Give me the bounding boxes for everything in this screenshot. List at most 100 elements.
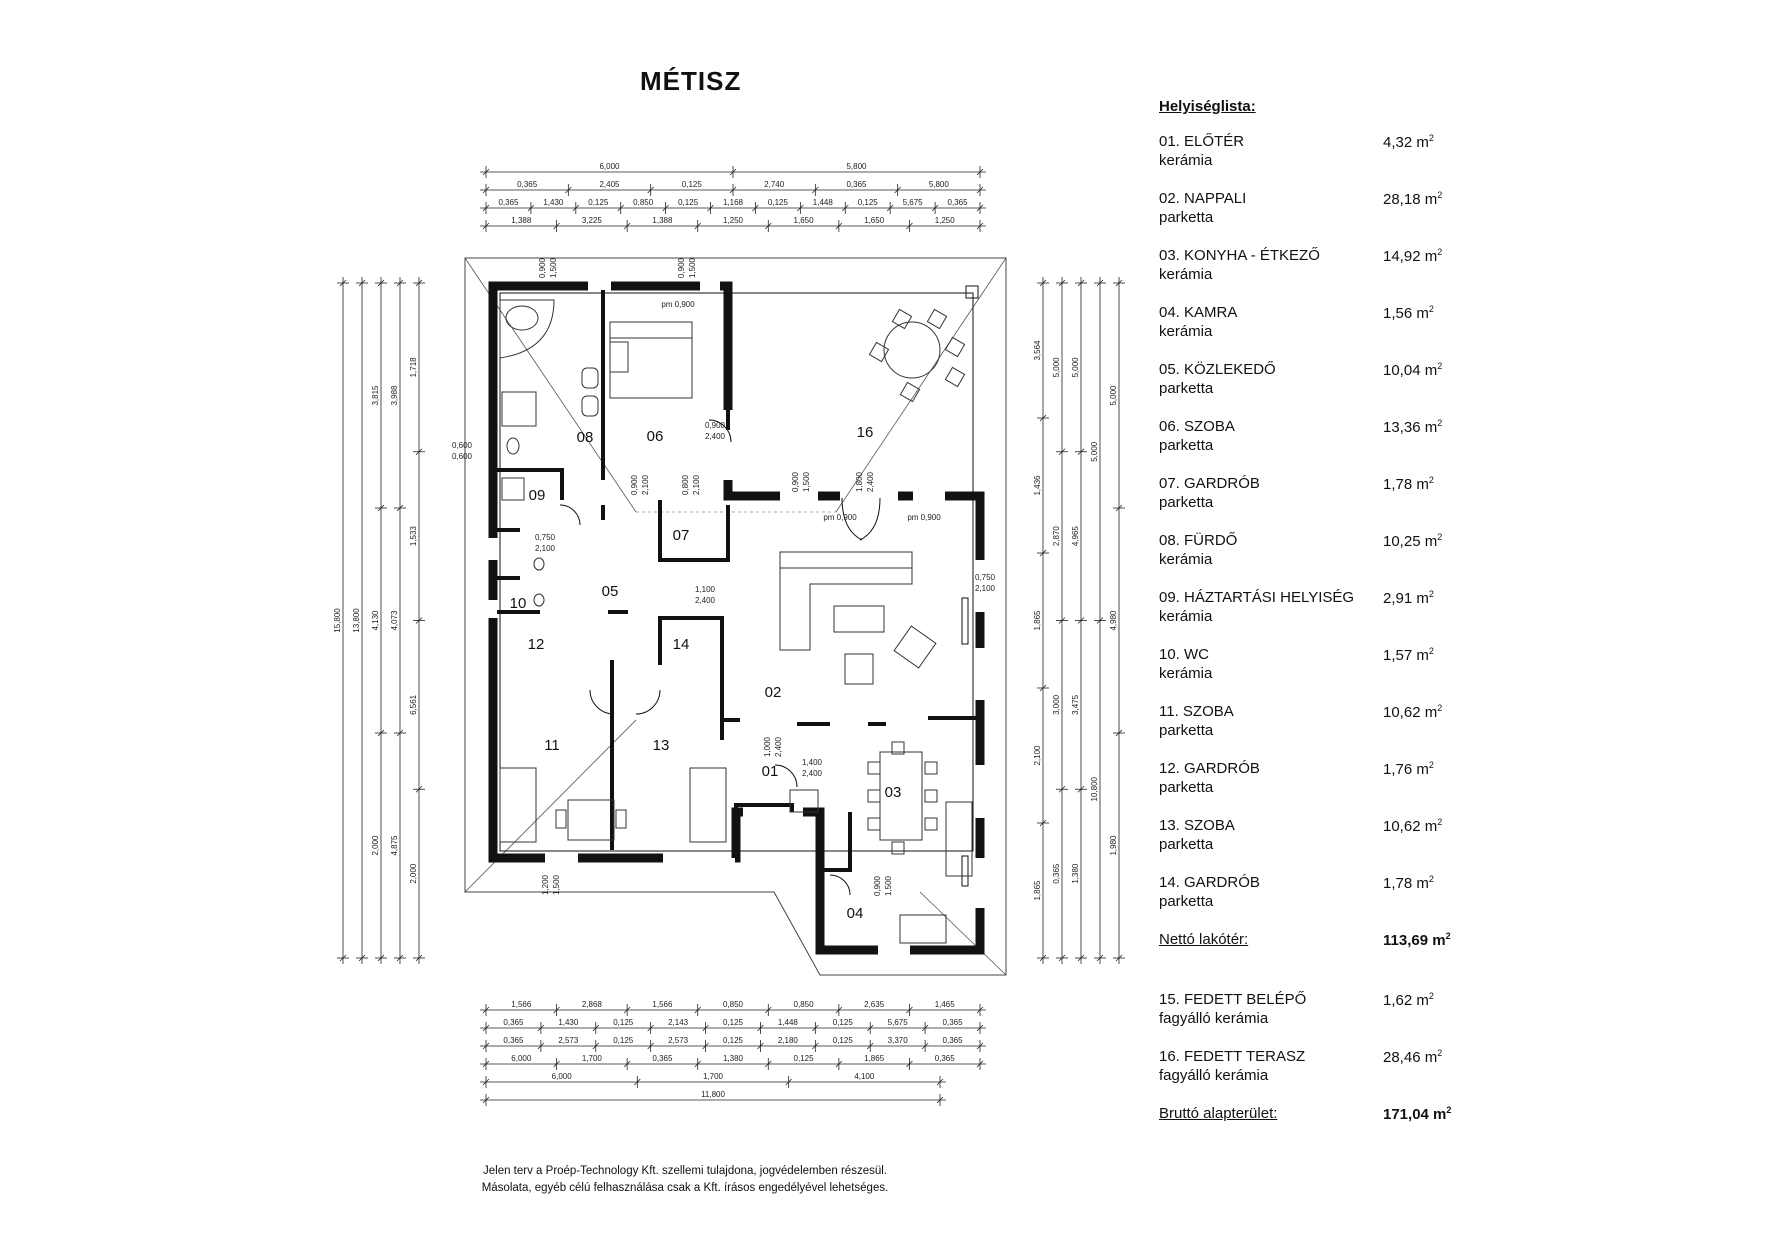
dimension-label: 1,650 — [864, 216, 885, 225]
room-name: 16. FEDETT TERASZ — [1159, 1048, 1306, 1065]
dimension-label: 3,988 — [390, 385, 399, 406]
dimension-label: 4,980 — [1109, 610, 1118, 631]
room-name: 08. FÜRDŐ — [1159, 532, 1238, 549]
opening-size-label: 1,800 — [855, 471, 864, 492]
dimension-label: 2,180 — [778, 1036, 799, 1045]
room-number-label: 09 — [529, 487, 546, 504]
room-area: 28,46 m2 — [1383, 1048, 1443, 1066]
copyright-line-2: Másolata, egyéb célú felhasználása csak … — [481, 1182, 889, 1194]
room-floor: parketta — [1159, 494, 1214, 511]
room-floor: kerámia — [1159, 266, 1213, 283]
room-floor: parketta — [1159, 836, 1214, 853]
copyright-notice: Jelen terv a Proép-Technology Kft. szell… — [400, 1163, 970, 1197]
opening-size-label: 0,900 — [705, 421, 726, 430]
gross-area-value: 171,04 m2 — [1383, 1105, 1452, 1123]
room-name: 13. SZOBA — [1159, 817, 1235, 834]
opening-size-label: 1,100 — [695, 585, 716, 594]
dimension-label: 1,430 — [558, 1018, 579, 1027]
dimension-label: 4,965 — [1071, 526, 1080, 547]
dimension-label: 1,388 — [511, 216, 532, 225]
dimension-label: 5,675 — [888, 1018, 909, 1027]
dimension-label: 10,800 — [1090, 776, 1099, 801]
gross-area-label: Bruttó alapterület: — [1159, 1105, 1278, 1122]
opening-size-label: 0,900 — [538, 257, 547, 278]
opening-size-label: 1,400 — [802, 758, 823, 767]
dimension-label: 0,125 — [613, 1036, 634, 1045]
dimension-label: 3,564 — [1033, 340, 1042, 361]
room-area: 1,56 m2 — [1383, 304, 1434, 322]
opening-size-label: 0,900 — [791, 471, 800, 492]
room-name: 04. KAMRA — [1159, 304, 1238, 321]
room-number-label: 01 — [762, 763, 779, 780]
page-title: MÉTISZ — [640, 66, 742, 96]
room-name: 06. SZOBA — [1159, 418, 1235, 435]
dimension-label: 2,000 — [409, 863, 418, 884]
opening-size-label: 2,400 — [695, 596, 716, 605]
opening-size-label: 0,600 — [452, 452, 473, 461]
dimension-label: 5,800 — [846, 162, 867, 171]
dimension-label: 1,380 — [1071, 863, 1080, 884]
dimension-label: 2,740 — [764, 180, 785, 189]
dimension-label: 2,635 — [864, 1000, 885, 1009]
opening-size-label: 1,500 — [549, 257, 558, 278]
room-floor: parketta — [1159, 722, 1214, 739]
dimension-label: 5,000 — [1071, 357, 1080, 378]
room-area: 10,62 m2 — [1383, 817, 1443, 835]
net-area-row: Nettó lakótér: 113,69 m2 — [1159, 931, 1479, 971]
dimension-label: 2,100 — [1033, 745, 1042, 766]
dimension-label: 13,800 — [352, 608, 361, 633]
room-floor: fagyálló kerámia — [1159, 1010, 1269, 1027]
dimension-label: 11,800 — [701, 1090, 725, 1099]
room-name: 05. KÖZLEKEDŐ — [1159, 361, 1276, 378]
dimension-label: 0,365 — [517, 180, 538, 189]
dimension-label: 0,125 — [678, 198, 699, 207]
room-area: 1,76 m2 — [1383, 760, 1434, 778]
dimension-label: 1,168 — [723, 198, 744, 207]
dimension-label: 1,650 — [794, 216, 815, 225]
dimension-label: 15,800 — [333, 608, 342, 633]
dimension-label: 0,125 — [768, 198, 789, 207]
room-area: 10,25 m2 — [1383, 532, 1443, 550]
room-number-label: 06 — [647, 428, 664, 445]
dimension-label: 4,875 — [390, 835, 399, 856]
opening-size-label: 2,400 — [802, 769, 823, 778]
room-name: 12. GARDRÓB — [1159, 760, 1260, 777]
room-area: 1,78 m2 — [1383, 475, 1434, 493]
dimension-label: 6,561 — [409, 694, 418, 715]
room-list-item: 13. SZOBA parketta 10,62 m2 — [1159, 817, 1479, 874]
room-name: 09. HÁZTARTÁSI HELYISÉG — [1159, 589, 1355, 606]
room-name: 01. ELŐTÉR — [1159, 133, 1245, 150]
dimension-label: 1,448 — [813, 198, 834, 207]
dimension-label: 1,430 — [543, 198, 564, 207]
dimension-label: 4,130 — [371, 610, 380, 631]
opening-size-label: 2,400 — [866, 471, 875, 492]
dimension-label: 3,370 — [888, 1036, 909, 1045]
dimension-label: 0,125 — [613, 1018, 634, 1027]
room-area: 10,04 m2 — [1383, 361, 1443, 379]
dimension-label: 5,800 — [929, 180, 950, 189]
room-number-label: 08 — [577, 429, 594, 446]
opening-size-label: 1,500 — [688, 257, 697, 278]
dimension-label: 0,365 — [503, 1018, 524, 1027]
opening-size-label: 0,900 — [630, 474, 639, 495]
dimension-label: 1,250 — [723, 216, 744, 225]
room-list-heading: Helyiséglista: — [1159, 98, 1256, 115]
dimension-label: 0,125 — [833, 1018, 854, 1027]
opening-size-label: 1,500 — [884, 875, 893, 896]
room-area: 14,92 m2 — [1383, 247, 1443, 265]
room-number-label: 04 — [847, 905, 864, 922]
room-name: 14. GARDRÓB — [1159, 874, 1260, 891]
dimension-label: 6,000 — [511, 1054, 532, 1063]
dimension-label: 1,566 — [511, 1000, 532, 1009]
room-floor: parketta — [1159, 893, 1214, 910]
room-number-label: 16 — [857, 424, 874, 441]
